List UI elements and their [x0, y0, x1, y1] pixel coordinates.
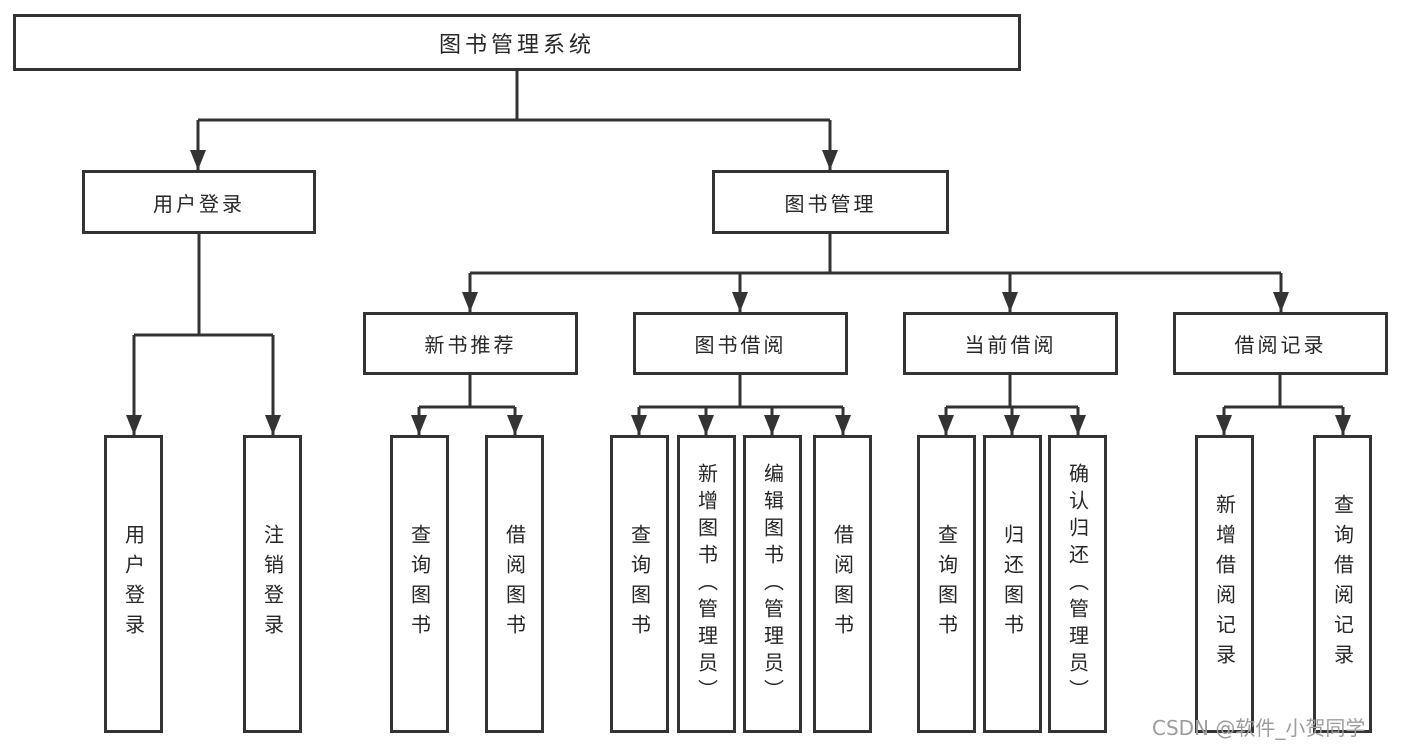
node-borrow-records: 借阅记录: [1173, 312, 1388, 375]
connector-user-login-children: [126, 234, 281, 435]
leaf-query-book-borrow: 查询图书: [610, 435, 669, 733]
connector-new-book-children: [411, 375, 523, 435]
node-label: 借阅记录: [1234, 333, 1327, 357]
node-label: 确认归还（管理员）: [1065, 462, 1090, 706]
node-label: 注销登录: [260, 524, 285, 644]
node-label: 查询图书: [627, 524, 652, 644]
node-label: 借阅图书: [830, 524, 855, 644]
node-label: 图书管理: [784, 191, 877, 216]
node-label: 用户登录: [153, 191, 245, 216]
leaf-borrow-book-recommend: 借阅图书: [485, 435, 544, 733]
node-root-system: 图书管理系统: [13, 14, 1021, 71]
node-label: 图书管理系统: [438, 32, 595, 58]
leaf-confirm-return-admin: 确认归还（管理员）: [1048, 435, 1107, 733]
connector-current-borrow-children: [938, 375, 1086, 435]
leaf-user-login: 用户登录: [104, 435, 163, 733]
node-label: 图书借阅: [694, 333, 787, 357]
node-label: 当前借阅: [964, 333, 1057, 357]
node-book-borrow: 图书借阅: [633, 312, 848, 375]
leaf-return-book: 归还图书: [983, 435, 1042, 733]
connector-book-borrow-children: [631, 375, 851, 435]
leaf-query-book-current: 查询图书: [917, 435, 976, 733]
connector-book-management-children: [462, 234, 1289, 312]
node-current-borrow: 当前借阅: [903, 312, 1118, 375]
node-label: 查询图书: [934, 524, 959, 644]
leaf-query-book-recommend: 查询图书: [390, 435, 449, 733]
leaf-add-borrow-record: 新增借阅记录: [1195, 435, 1254, 733]
node-book-management: 图书管理: [712, 170, 949, 234]
node-new-book-recommend: 新书推荐: [363, 312, 578, 375]
leaf-add-book-admin: 新增图书（管理员）: [677, 435, 736, 733]
node-label: 归还图书: [1000, 524, 1025, 644]
connector-root-to-level2: [190, 70, 838, 170]
node-label: 用户登录: [121, 524, 146, 644]
node-label: 新增图书（管理员）: [694, 462, 719, 706]
leaf-edit-book-admin: 编辑图书（管理员）: [743, 435, 802, 733]
connector-borrow-record-children: [1216, 375, 1351, 435]
node-label: 查询借阅记录: [1330, 494, 1355, 674]
node-label: 编辑图书（管理员）: [760, 462, 785, 706]
leaf-borrow-book: 借阅图书: [813, 435, 872, 733]
leaf-query-borrow-record: 查询借阅记录: [1313, 435, 1372, 733]
node-label: 新书推荐: [424, 333, 517, 357]
csdn-watermark: CSDN @软件_小贺同学: [1152, 716, 1366, 740]
leaf-logout: 注销登录: [243, 435, 302, 733]
node-label: 查询图书: [407, 524, 432, 644]
node-label: 借阅图书: [502, 524, 527, 644]
node-user-login: 用户登录: [82, 170, 316, 234]
node-label: 新增借阅记录: [1212, 494, 1237, 674]
